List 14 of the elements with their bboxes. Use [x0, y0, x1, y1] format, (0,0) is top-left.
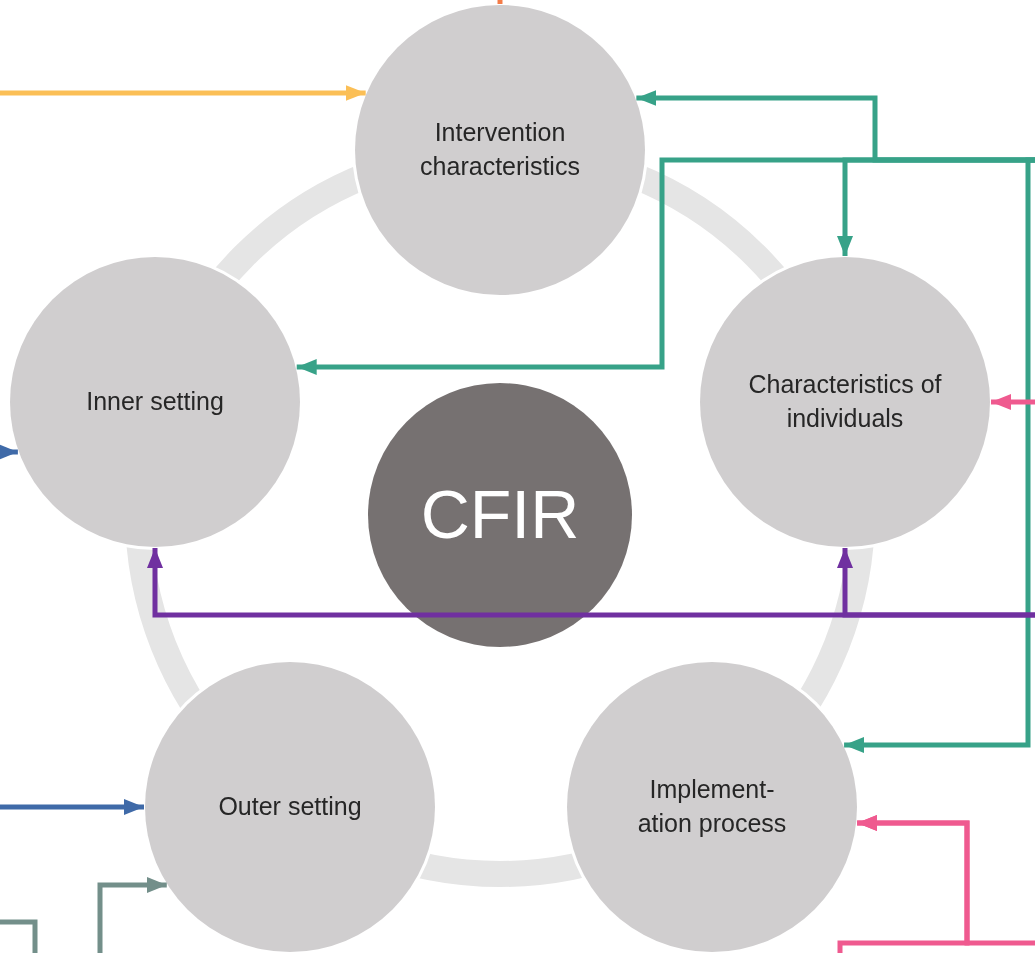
- domain-label: Inner setting: [86, 386, 224, 418]
- arrow: [837, 548, 1035, 618]
- domain-label: Intervention characteristics: [419, 117, 581, 182]
- arrow: [991, 394, 1035, 410]
- arrow: [844, 157, 1035, 753]
- arrow: [97, 877, 167, 953]
- arrow: [0, 85, 366, 101]
- domain-label: Outer setting: [218, 791, 362, 823]
- hub-label: CFIR: [420, 475, 580, 555]
- arrow: [0, 799, 144, 815]
- domain-label: Characteristics of individuals: [747, 369, 943, 434]
- domain-label: Implement- ation process: [636, 774, 788, 839]
- arrow: [857, 815, 1035, 946]
- arrow: [0, 444, 18, 460]
